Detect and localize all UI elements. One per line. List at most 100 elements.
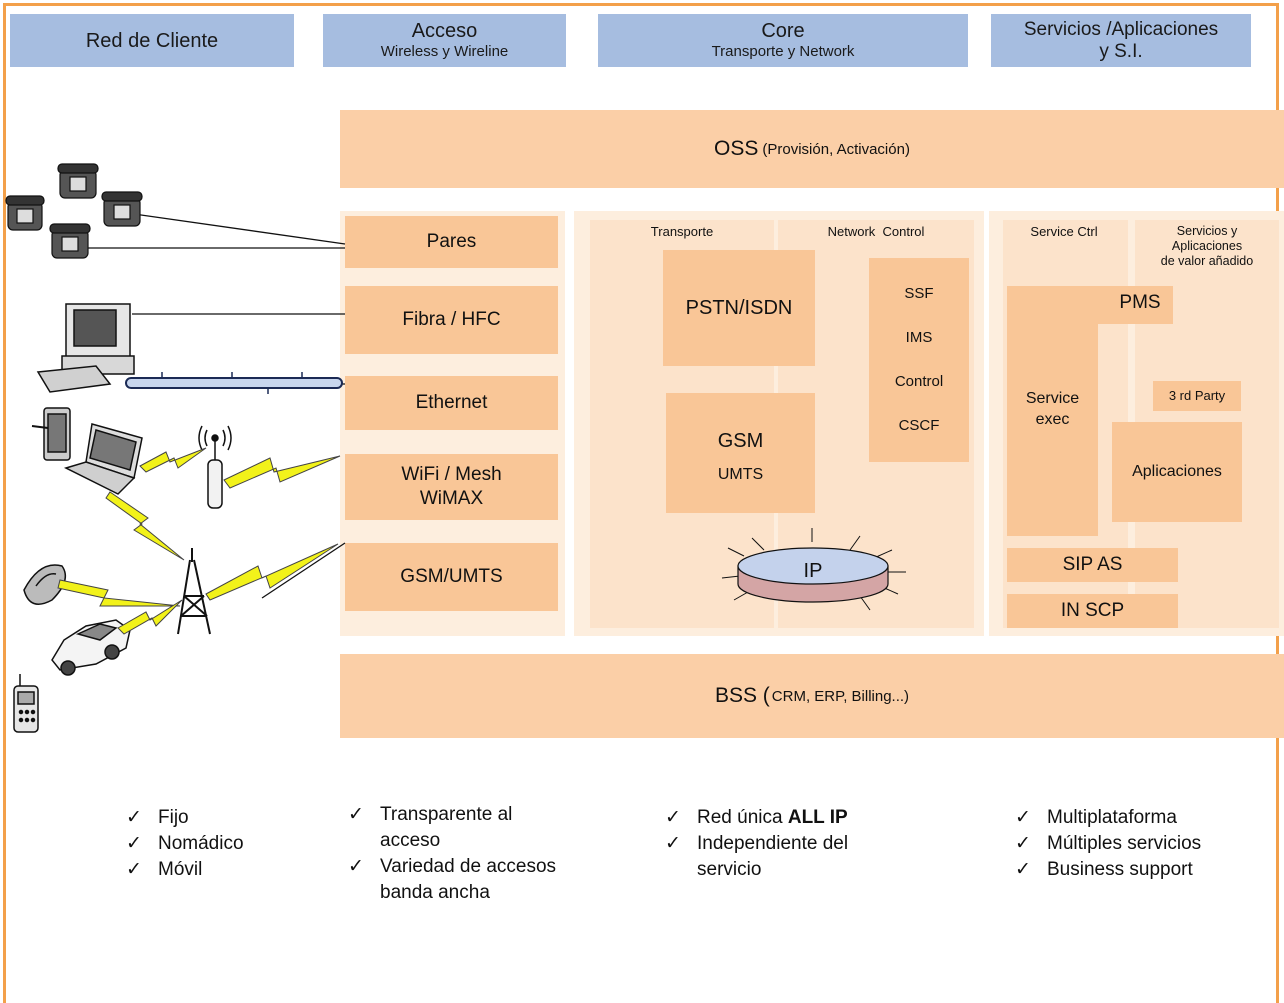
access-box-pares-label: Pares xyxy=(426,231,477,252)
bss-detail: CRM, ERP, Billing...) xyxy=(771,687,910,705)
bolt-tower-gsm xyxy=(205,543,339,601)
core-cscf-label: CSCF xyxy=(898,417,940,434)
bullet-independiente-text: Independiente del xyxy=(697,833,849,854)
check-icon: ✓ xyxy=(1015,807,1031,828)
access-box-ethernet-label: Ethernet xyxy=(415,392,488,413)
ip-disk-icon xyxy=(721,528,906,611)
bss-title: BSS ( xyxy=(714,684,770,707)
bullet-multiples: ✓Múltiples servicios xyxy=(1015,831,1275,857)
check-icon: ✓ xyxy=(665,833,681,854)
service-exec-label-2: exec xyxy=(1035,411,1070,428)
vas-label: Servicios y Aplicaciones de valor añadid… xyxy=(1133,224,1281,269)
telephone-icon-3 xyxy=(5,195,45,231)
access-box-wifi: WiFi / Mesh WiMAX xyxy=(345,454,558,520)
pms-box xyxy=(1007,286,1173,324)
access-box-wimax-label: WiMAX xyxy=(419,488,484,509)
access-box-ethernet: Ethernet xyxy=(345,376,558,430)
aplicaciones-box: Aplicaciones xyxy=(1112,422,1242,522)
in-scp-label: IN SCP xyxy=(1060,600,1125,621)
bullet-all-ip: ALL IP xyxy=(787,807,848,828)
service-exec-label-1: Service xyxy=(1025,390,1080,407)
bullet-transparente-cont: acceso xyxy=(380,830,441,851)
header-servicios: Servicios /Aplicaciones y S.I. xyxy=(991,14,1251,67)
ethernet-bus xyxy=(125,377,343,389)
sip-as-label: SIP AS xyxy=(1062,554,1123,575)
core-ims-label: IMS xyxy=(905,329,933,346)
bullet-multiplataforma: ✓Multiplataforma xyxy=(1015,805,1275,831)
aplicaciones-label: Aplicaciones xyxy=(1132,463,1222,480)
oss-detail: (Provisión, Activación) xyxy=(762,140,910,158)
core-control-box: SSF IMS Control CSCF xyxy=(869,258,969,462)
header-acceso: Acceso Wireless y Wireline xyxy=(323,14,566,67)
header-core: Core Transporte y Network xyxy=(598,14,968,67)
line-gsm xyxy=(261,542,346,599)
bullet-nomadico-text: Nomádico xyxy=(158,833,244,854)
header-acceso-subtitle: Wireless y Wireline xyxy=(380,43,509,60)
access-box-gsm: GSM/UMTS xyxy=(345,543,558,611)
pms-label: PMS xyxy=(1119,292,1161,313)
bullets-col1: ✓ Fijo ✓ Nomádico ✓ Móvil xyxy=(126,805,326,883)
access-box-gsm-label: GSM/UMTS xyxy=(400,566,503,587)
core-umts-label: UMTS xyxy=(717,466,764,483)
bullet-business-text: Business support xyxy=(1047,859,1193,880)
service-exec-label: Service exec xyxy=(1007,388,1098,430)
service-exec-box xyxy=(1007,286,1098,536)
header-servicios-subtitle: y S.I. xyxy=(1099,40,1143,62)
bullet-transparente: ✓Transparente al xyxy=(348,802,618,828)
header-red-cliente-title: Red de Cliente xyxy=(85,29,219,52)
core-network-control-label: Network Control xyxy=(827,224,925,239)
tablet-icon xyxy=(31,407,71,461)
header-core-title: Core xyxy=(761,20,805,42)
header-acceso-title: Acceso xyxy=(411,20,478,42)
bullet-red-unica-text: Red única ALL IP xyxy=(697,805,848,831)
oss-band: OSS (Provisión, Activación) xyxy=(340,110,1284,188)
bullet-fijo-text: Fijo xyxy=(158,807,189,828)
bolt-laptop-antenna xyxy=(139,447,207,473)
bullet-transparente-text: Transparente al xyxy=(380,804,513,825)
bullet-variedad: ✓Variedad de accesos xyxy=(348,854,618,880)
bullets-col4: ✓Multiplataforma ✓Múltiples servicios ✓B… xyxy=(1015,805,1275,883)
bolt-laptop-tower xyxy=(105,491,185,561)
ip-label: IP xyxy=(803,560,823,582)
bullet-independiente-cont: servicio xyxy=(697,859,762,880)
sip-as-box: SIP AS xyxy=(1007,548,1178,582)
telephone-icon-2 xyxy=(101,191,143,227)
check-icon: ✓ xyxy=(126,807,142,828)
laptop-icon xyxy=(63,423,143,495)
bolt-car-tower xyxy=(117,599,183,635)
core-ssf-label: SSF xyxy=(904,285,934,302)
access-box-fibra: Fibra / HFC xyxy=(345,286,558,354)
core-control-label: Control xyxy=(894,373,944,390)
access-box-pares: Pares xyxy=(345,216,558,268)
desktop-computer-icon xyxy=(36,303,135,393)
bullet-independiente: ✓ Independiente del xyxy=(665,831,955,857)
core-pstn-box: PSTN/ISDN xyxy=(663,250,815,366)
bullet-movil-text: Móvil xyxy=(158,859,203,880)
bullet-nomadico: ✓ Nomádico xyxy=(126,831,326,857)
handset-icon xyxy=(13,674,39,733)
third-party-label: 3 rd Party xyxy=(1168,388,1226,403)
third-party-box: 3 rd Party xyxy=(1153,381,1241,411)
service-ctrl-label: Service Ctrl xyxy=(1030,224,1098,239)
core-gsm-label: GSM xyxy=(717,430,764,452)
bullet-business: ✓Business support xyxy=(1015,857,1275,883)
antenna-icon xyxy=(198,425,232,509)
header-core-subtitle: Transporte y Network xyxy=(711,43,855,60)
access-box-fibra-label: Fibra / HFC xyxy=(402,309,501,330)
bullet-fijo: ✓ Fijo xyxy=(126,805,326,831)
check-icon: ✓ xyxy=(665,807,681,828)
check-icon: ✓ xyxy=(126,859,142,880)
vas-label-3: de valor añadido xyxy=(1160,254,1254,268)
bolt-antenna-wifi xyxy=(223,455,341,489)
access-box-wifi-label: WiFi / Mesh xyxy=(401,464,502,485)
check-icon: ✓ xyxy=(126,833,142,854)
bullet-movil: ✓ Móvil xyxy=(126,857,326,883)
bullet-multiples-text: Múltiples servicios xyxy=(1047,833,1202,854)
telephone-icon-1 xyxy=(57,163,99,199)
core-pstn-label: PSTN/ISDN xyxy=(685,297,793,319)
bolt-phone-tower xyxy=(57,579,181,607)
header-servicios-title: Servicios /Aplicaciones xyxy=(1023,18,1219,40)
diagram-graphics xyxy=(5,163,906,733)
vas-label-2: Aplicaciones xyxy=(1171,239,1243,253)
bullet-variedad-cont: banda ancha xyxy=(380,882,490,903)
